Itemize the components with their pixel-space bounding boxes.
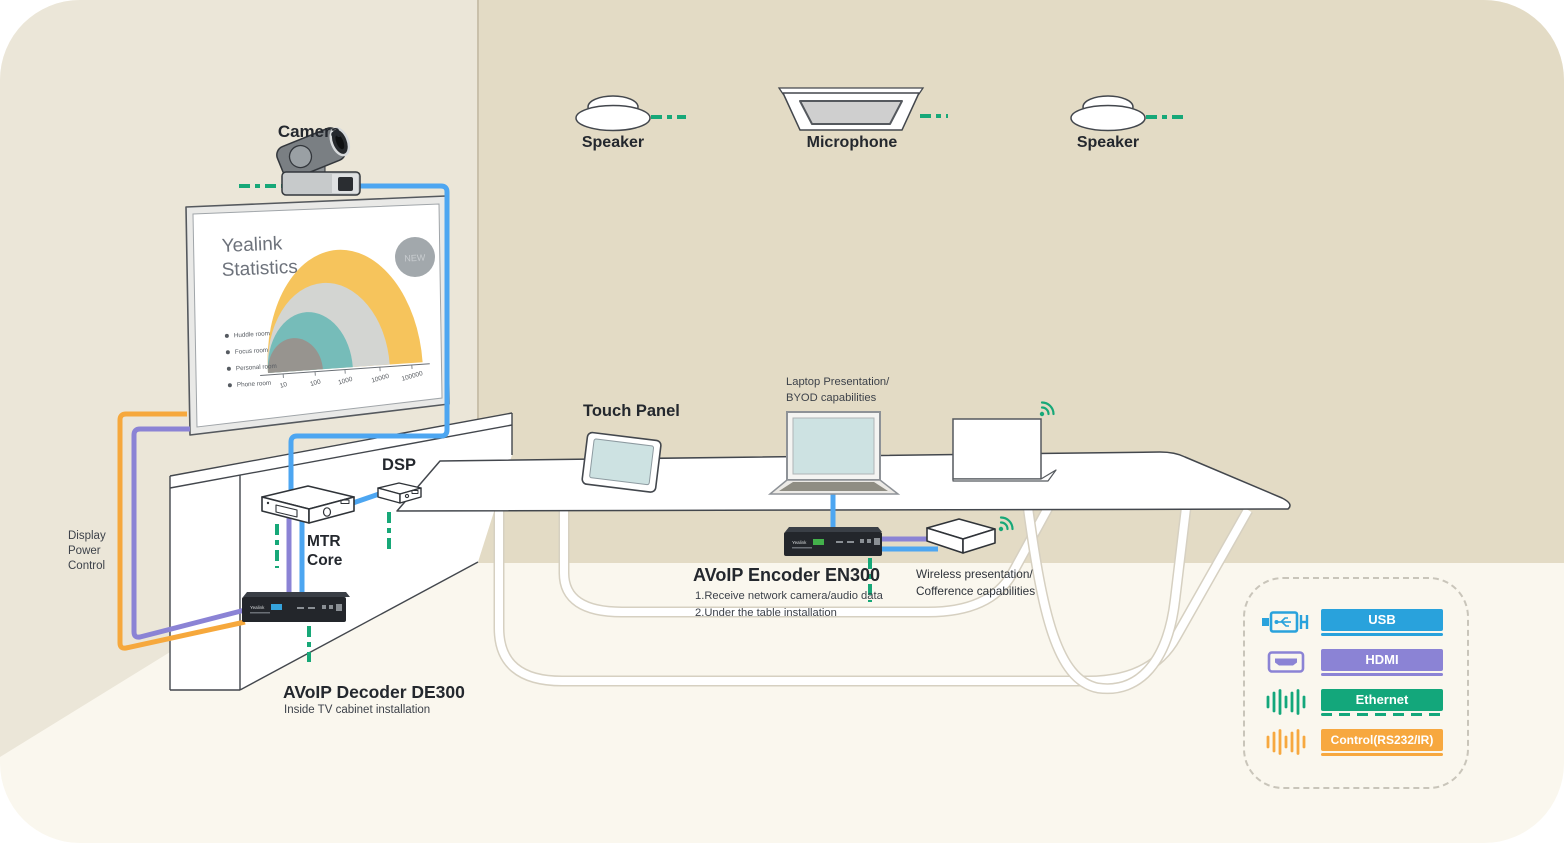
tv-title-line1: Yealink — [221, 233, 283, 257]
dsp-device — [377, 482, 422, 504]
avoip-encoder-device: Yealink — [784, 527, 882, 556]
control-cable-icon — [1261, 729, 1311, 755]
encoder-notes: 1.Receive network camera/audio data 2.Un… — [695, 588, 883, 621]
laptop-note-line1: Laptop Presentation/ — [786, 376, 890, 388]
avoip-decoder-device: Yealink — [242, 592, 350, 622]
speaker-left-label: Speaker — [581, 134, 645, 151]
legend-line-usb — [1321, 633, 1443, 636]
decoder-brand-label: Yealink — [250, 605, 265, 610]
new-badge-label: NEW — [404, 252, 426, 263]
wireless-pod-device — [926, 518, 996, 554]
camera-knob — [288, 144, 313, 169]
encoder-brand-label: Yealink — [792, 540, 807, 545]
legend-line-ethernet — [1321, 713, 1443, 716]
laptop-screen — [792, 417, 875, 475]
mtr-core-label: MTR Core — [307, 533, 342, 570]
x-tick-10: 10 — [279, 381, 288, 390]
mtr-port-circle — [322, 507, 332, 517]
cable-usb-camera-mtr — [288, 183, 450, 490]
dpc-line2: Power — [68, 545, 101, 557]
mtr-core-label-line2: Core — [307, 551, 343, 569]
legend-bar-ethernet: Ethernet — [1321, 689, 1443, 711]
legend-line-hdmi — [1321, 673, 1443, 676]
camera-device — [276, 127, 361, 196]
wireless-note-line1: Wireless presentation/ — [916, 567, 1033, 581]
legend-row-control: Control(RS232/IR) — [1261, 729, 1467, 756]
camera-label: Camera — [277, 122, 341, 141]
wireless-note: Wireless presentation/ Cofference capabi… — [916, 566, 1035, 599]
cable-hdmi-tv-decoder — [131, 426, 246, 640]
legend-bar-usb: USB — [1321, 609, 1443, 631]
cable-usb-mtr-dsp — [349, 490, 383, 507]
legend-row-ethernet: Ethernet — [1261, 689, 1467, 716]
display-power-control-label: Display Power Control — [68, 529, 106, 574]
laptop-keyboard — [779, 482, 888, 491]
encoder-title: AVoIP Encoder EN300 — [693, 565, 881, 585]
legend-line-control — [1321, 753, 1443, 756]
touch-panel-label: Touch Panel — [583, 402, 680, 420]
encoder-note-line1: 1.Receive network camera/audio data — [695, 590, 883, 602]
legend-bar-hdmi: HDMI — [1321, 649, 1443, 671]
decoder-title: AVoIP Decoder DE300 — [283, 682, 465, 702]
x-tick-10000: 10000 — [371, 373, 391, 385]
mtr-core-device — [261, 485, 355, 524]
tv-title-line2: Statistics — [221, 257, 298, 281]
chart-legend-focus: Focus room — [235, 347, 269, 356]
speaker-right-label: Speaker — [1076, 134, 1140, 151]
cable-legend: USB HDMI Ethernet — [1243, 577, 1469, 789]
encoder-logo-badge — [813, 539, 824, 545]
hdmi-port-icon — [1261, 649, 1311, 675]
wifi-icon-laptop — [1039, 401, 1055, 417]
tv-display: Yealink Statistics NEW 10 100 10 — [185, 195, 450, 436]
tv-chart: Yealink Statistics NEW 10 100 10 — [221, 233, 435, 390]
laptop-note: Laptop Presentation/ BYOD capabilities — [786, 375, 889, 406]
laptop-back-device — [952, 418, 1057, 482]
decoder-logo-badge — [271, 604, 282, 610]
usb-plug-icon — [1261, 609, 1311, 635]
legend-bar-control: Control(RS232/IR) — [1321, 729, 1443, 751]
microphone-label: Microphone — [806, 134, 898, 151]
chart-legend-phone: Phone room — [237, 380, 272, 389]
new-badge — [395, 237, 435, 277]
chart-legend-personal: Personal room — [236, 363, 277, 372]
x-tick-100: 100 — [309, 378, 322, 388]
ceiling-microphone — [777, 87, 925, 131]
decoder-subtitle: Inside TV cabinet installation — [284, 704, 431, 716]
wireless-note-line2: Cofference capabilities — [916, 583, 1036, 598]
mtr-core-label-line1: MTR — [307, 533, 341, 550]
dpc-line3: Control — [68, 560, 106, 572]
legend-row-usb: USB — [1261, 609, 1467, 636]
laptop-note-line2: BYOD capabilities — [786, 391, 877, 404]
x-tick-1000: 1000 — [338, 376, 354, 387]
table-legs — [493, 505, 1253, 695]
laptop-front-device — [767, 411, 901, 495]
chart-x-axis — [260, 363, 430, 377]
chart-legend-huddle: Huddle room — [234, 330, 270, 339]
chart-arc-small — [267, 338, 323, 373]
legend-row-hdmi: HDMI — [1261, 649, 1467, 676]
ethernet-cable-icon — [1261, 689, 1311, 715]
wifi-icon-pod — [998, 516, 1014, 532]
ceiling-speaker-right — [1070, 95, 1146, 132]
touch-panel-device — [581, 431, 662, 493]
encoder-note-line2: 2.Under the table installation — [695, 606, 837, 619]
dpc-line1: Display — [68, 530, 106, 542]
mtr-port-slot — [275, 504, 298, 518]
dsp-label: DSP — [382, 456, 416, 474]
ceiling-speaker-left — [575, 95, 651, 132]
cable-control-tv-decoder — [117, 411, 246, 651]
